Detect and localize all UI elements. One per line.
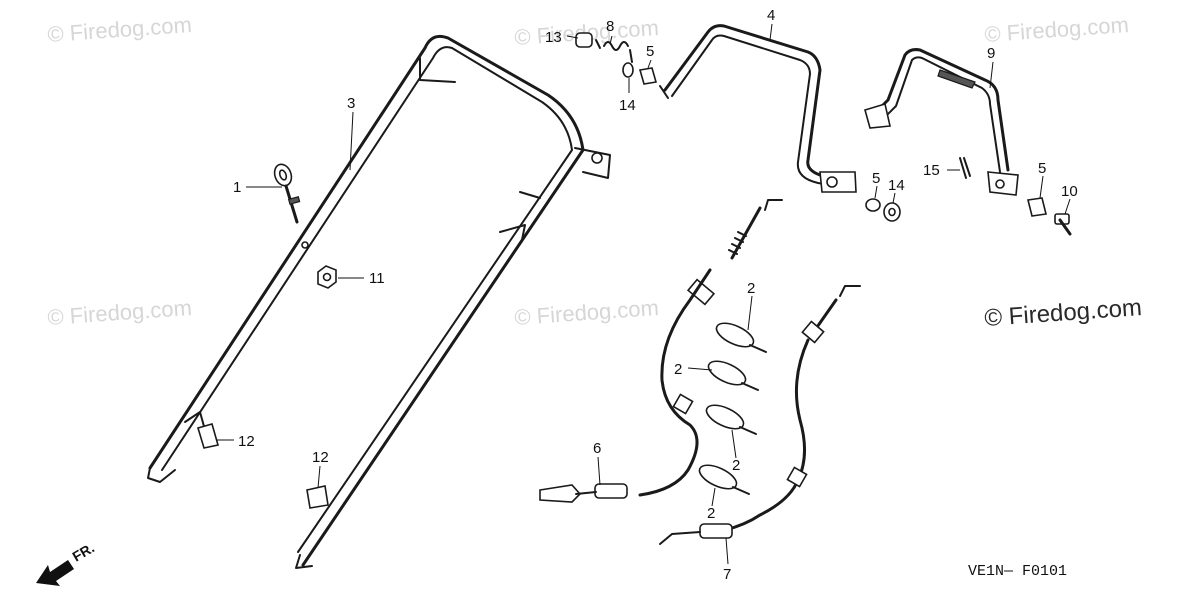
callout-2: 2 [732, 457, 740, 474]
cable-7 [659, 285, 861, 545]
callout-5-mid: 5 [872, 170, 880, 187]
callout-13: 13 [545, 29, 562, 46]
washer-14-mid [883, 202, 901, 222]
callout-12: 12 [238, 433, 255, 450]
callout-15: 15 [923, 162, 940, 179]
callout-2: 2 [707, 505, 715, 522]
watermark: © Firedog.com [984, 12, 1130, 47]
watermark-main: © Firedog.com [984, 294, 1143, 332]
front-direction-arrow: FR. [36, 539, 97, 586]
watermark: © Firedog.com [47, 12, 193, 47]
collar-13 [575, 32, 593, 48]
callout-1: 1 [233, 179, 241, 196]
diagram-code: VE1N— F0101 [968, 563, 1067, 580]
bushing-5-right [1027, 197, 1047, 217]
washer-14-top [622, 62, 634, 78]
nut [317, 265, 337, 289]
callout-3: 3 [347, 95, 355, 112]
callout-9: 9 [987, 45, 995, 62]
callout-6: 6 [593, 440, 601, 457]
watermark: © Firedog.com [514, 295, 660, 330]
cable-guide [705, 404, 757, 435]
callout-5-right: 5 [1038, 160, 1046, 177]
clip-lower [306, 485, 329, 509]
spring-8 [595, 39, 633, 63]
callout-7: 7 [723, 566, 731, 583]
cable-guide [715, 322, 767, 353]
bolt-10 [1054, 213, 1072, 236]
watermark: © Firedog.com [47, 295, 193, 330]
callout-11: 11 [369, 270, 385, 287]
cable-6 [539, 199, 783, 503]
callout-10: 10 [1061, 183, 1078, 200]
bushing-5-top [638, 67, 658, 85]
callout-2: 2 [674, 361, 682, 378]
drive-lever [864, 48, 1019, 196]
bushing-5-mid [865, 198, 881, 212]
clip-upper [197, 423, 220, 449]
callout-14: 14 [619, 97, 636, 114]
callout-8: 8 [606, 18, 614, 35]
callout-5: 5 [646, 43, 654, 60]
callout-2: 2 [747, 280, 755, 297]
handle-frame [147, 34, 611, 569]
callout-14-mid: 14 [888, 177, 905, 194]
callouts: 13 8 5 14 4 9 3 1 11 15 5 14 5 10 2 2 2 … [233, 7, 1078, 583]
cable-guide [698, 464, 750, 495]
eye-bolt [273, 163, 301, 224]
leader-lines [216, 23, 1071, 565]
direction-label: FR. [70, 539, 98, 564]
pin-15 [959, 157, 971, 179]
control-lever [659, 24, 857, 193]
callout-12: 12 [312, 449, 329, 466]
callout-4: 4 [767, 7, 775, 24]
cable-guide [707, 360, 759, 391]
